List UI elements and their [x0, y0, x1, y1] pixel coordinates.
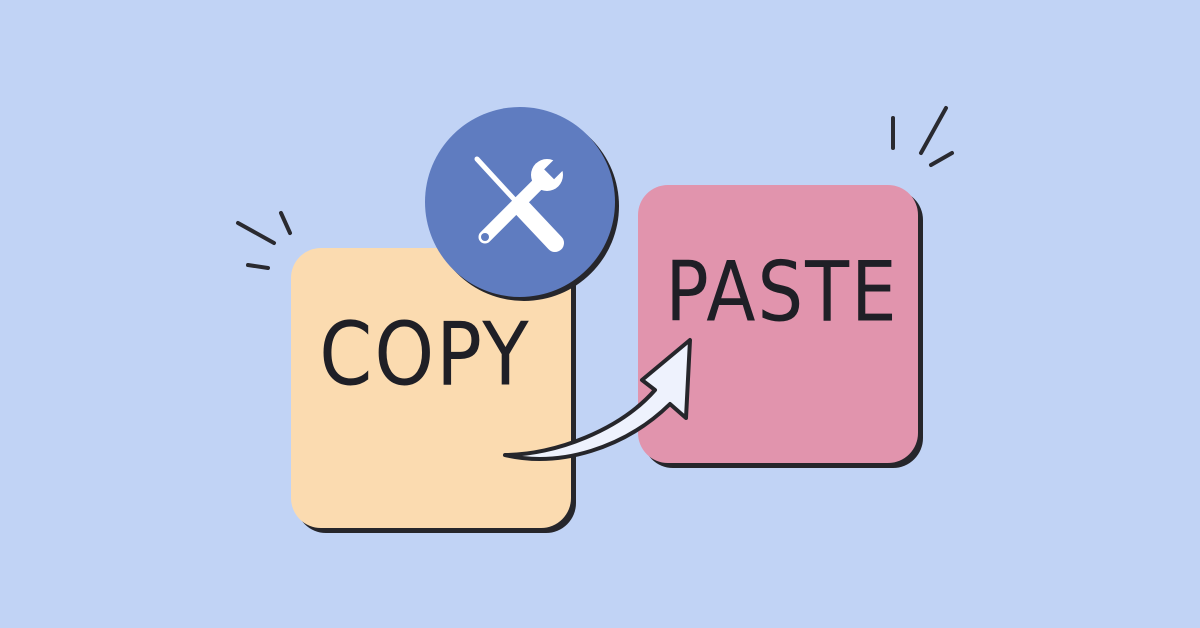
- emphasis-mark: [279, 211, 292, 235]
- tools-badge: [425, 107, 615, 297]
- wrench-screwdriver-icon: [474, 155, 569, 252]
- paste-label: PASTE: [665, 243, 899, 341]
- curved-arrow-icon: [503, 338, 692, 461]
- emphasis-mark: [236, 221, 276, 245]
- emphasis-mark: [919, 106, 948, 155]
- copy-label: COPY: [319, 302, 531, 405]
- emphasis-mark: [246, 263, 270, 270]
- emphasis-mark: [929, 151, 954, 167]
